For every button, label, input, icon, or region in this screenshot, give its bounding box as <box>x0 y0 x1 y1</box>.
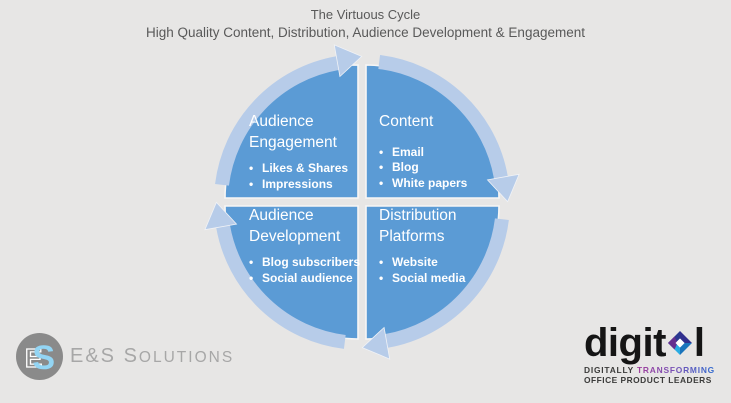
es-solutions-logo: E S E&S SOLUTIONS <box>16 333 234 380</box>
digital-tagline-line2: OFFICE PRODUCT LEADERS <box>584 375 712 385</box>
quadrant-audience-engagement: Audience Engagement Likes & Shares Impre… <box>249 112 375 192</box>
tagline-transforming: TRANSFORMING <box>637 365 715 375</box>
bullet-item: Blog subscribers <box>249 255 375 271</box>
quadrant-bullets: Likes & Shares Impressions <box>249 161 375 192</box>
es-monogram-e: E <box>24 342 43 373</box>
quadrant-distribution-platforms: Distribution Platforms Website Social me… <box>379 206 505 286</box>
es-name-start: E&S S <box>70 345 139 367</box>
es-name-rest: OLUTIONS <box>138 349 235 366</box>
title-block: The Virtuous Cycle High Quality Content,… <box>0 6 731 42</box>
quadrant-audience-development: Audience Development Blog subscribers So… <box>249 206 375 286</box>
es-monogram-badge-icon: E S <box>16 333 63 380</box>
quadrant-title: Audience Development <box>249 207 341 245</box>
digital-cube-icon <box>667 331 692 355</box>
quadrant-content: Content Email Blog White papers <box>379 112 505 191</box>
digital-tagline-line1: DIGITALLY TRANSFORMING <box>584 365 730 375</box>
digital-wordmark-prefix: digit <box>584 321 666 365</box>
quadrant-bullets: Email Blog White papers <box>379 145 505 192</box>
bullet-item: Social audience <box>249 271 375 287</box>
bullet-item: Social media <box>379 271 505 287</box>
quadrant-title: Distribution Platforms <box>379 207 457 245</box>
bullet-item: Impressions <box>249 177 375 193</box>
digital-wordmark: digit l <box>584 321 730 365</box>
page-title: The Virtuous Cycle <box>310 7 421 22</box>
es-monogram-s: S <box>32 338 56 377</box>
tagline-digitally: DIGITALLY <box>584 365 634 375</box>
bullet-item: White papers <box>379 176 505 192</box>
cycle-arrow-arc-bottom-right <box>385 218 509 348</box>
bullet-item: Email <box>379 145 505 161</box>
cycle-arrowhead-left-icon <box>204 201 238 231</box>
digital-wordmark-suffix: l <box>693 321 705 365</box>
page-subtitle: High Quality Content, Distribution, Audi… <box>145 25 585 40</box>
bullet-item: Blog <box>379 160 505 176</box>
cycle-diagram <box>204 44 520 360</box>
bullet-item: Likes & Shares <box>249 161 375 177</box>
digital-logo: digit l DIGITALLY TRANSFORMING OFFICE PR… <box>584 321 730 385</box>
quadrant-bullets: Blog subscribers Social audience <box>249 255 375 286</box>
cycle-arrowhead-bottom-icon <box>361 326 391 360</box>
cycle-arrow-arc-top-left <box>215 56 339 186</box>
bullet-item: Website <box>379 255 505 271</box>
quadrant-title: Content <box>379 113 434 130</box>
cycle-arrowhead-top-icon <box>333 44 363 78</box>
cycle-arrow-arc-bottom-left <box>216 225 346 349</box>
quadrant-title: Audience Engagement <box>249 113 337 151</box>
quadrant-bullets: Website Social media <box>379 255 505 286</box>
es-logo-name: E&S SOLUTIONS <box>70 345 234 368</box>
